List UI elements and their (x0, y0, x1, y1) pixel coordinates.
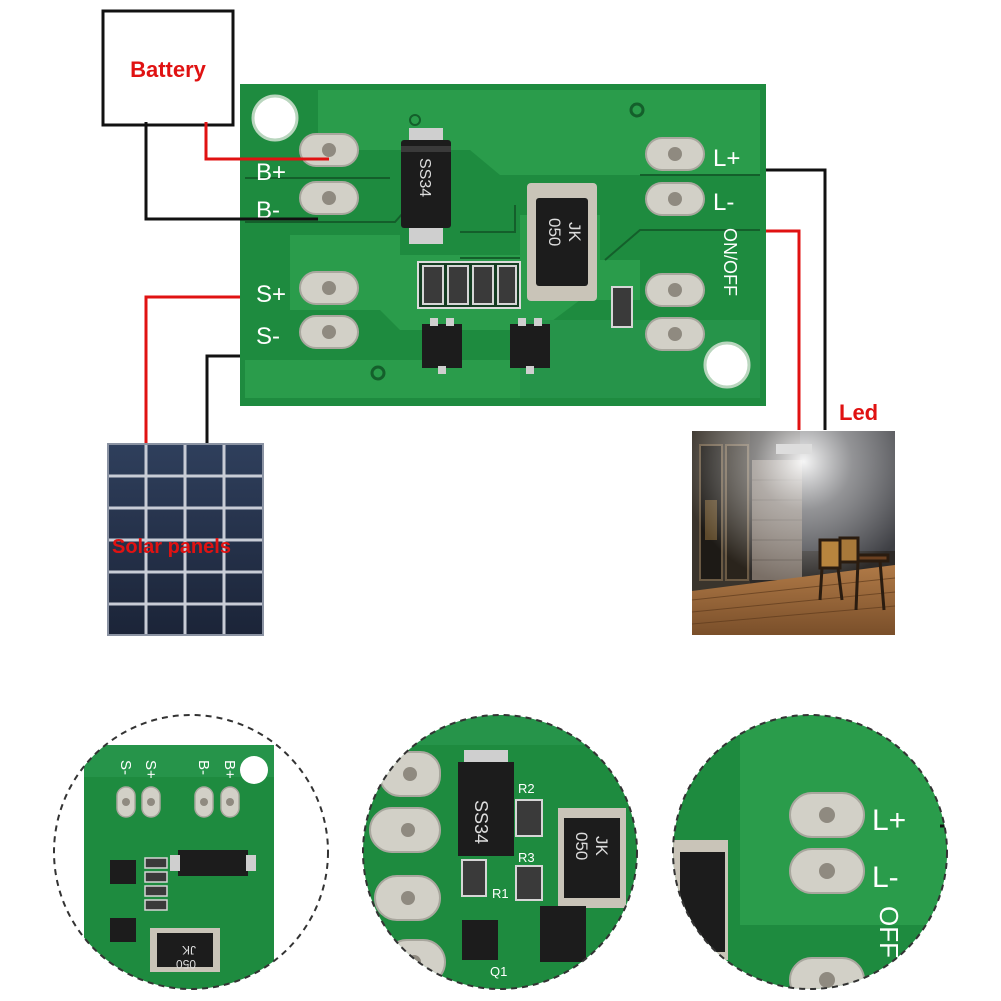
pin-label-switch: ON/OFF (720, 228, 740, 296)
zoom-mid-r3: R3 (518, 850, 535, 865)
zoom-right-l-minus: L- (872, 861, 899, 894)
zoom-left-inductor-bottom: 050 (176, 957, 196, 971)
solar-label: Solar panels (112, 536, 231, 558)
led-label: Led (839, 400, 878, 425)
battery-label: Battery (130, 57, 207, 82)
zoom-mid-diode-label: SS34 (471, 800, 491, 844)
diode-ss34: SS34 (401, 128, 451, 244)
wire-led-positive (766, 168, 827, 430)
switch-resistor (611, 286, 633, 328)
wire-solar-negative (205, 354, 240, 444)
svg-text:S-: S- (117, 760, 134, 775)
wire-solar-positive (144, 295, 240, 444)
led-lamp (776, 444, 812, 454)
pin-label-l-minus: L- (713, 189, 734, 216)
pad-s-plus (299, 271, 359, 305)
resistor-array (417, 261, 521, 309)
inductor-label-top: JK (565, 222, 584, 243)
wire-led-switch (766, 229, 801, 430)
wire-battery-positive (204, 122, 329, 161)
pin-label-l-plus: L+ (713, 145, 740, 172)
diode-label: SS34 (416, 158, 433, 197)
zoom-right-l-plus: L+ (872, 804, 906, 837)
battery-box: Battery (101, 9, 235, 127)
pad-l-plus (645, 137, 705, 171)
pin-label-s-minus: S- (256, 323, 280, 350)
pad-b-minus (299, 181, 359, 215)
solar-panel: Solar panels (107, 443, 264, 636)
zoom-mid-r1: R1 (492, 886, 509, 901)
pin-label-s-plus: S+ (256, 281, 286, 308)
wire-battery-negative (144, 122, 318, 221)
zoom-mid-r2: R2 (518, 781, 535, 796)
svg-text:S+: S+ (142, 760, 159, 779)
pad-l-minus (645, 182, 705, 216)
mount-hole (703, 341, 751, 389)
transistor-1 (422, 318, 462, 374)
led-scene: Led (691, 400, 896, 635)
pin-label-b-plus: B+ (256, 159, 286, 186)
mount-hole (251, 94, 299, 142)
pad-switch-b (645, 317, 705, 351)
zoom-mid-ind-bottom: 050 (572, 832, 591, 860)
zoom-left-inductor-top: JK (182, 943, 196, 957)
zoom-mid-q1: Q1 (490, 964, 507, 979)
zoom-circle-left: S- S+ B- B+ JK 050 (53, 714, 329, 990)
pad-b-plus (299, 133, 359, 167)
svg-text:B-: B- (195, 760, 212, 775)
inductor-label-bottom: 050 (545, 218, 564, 246)
inductor-jk050: JK 050 (527, 183, 597, 301)
svg-text:B+: B+ (221, 760, 238, 779)
transistor-2 (510, 318, 550, 374)
pcb-board: B+ B- S+ S- L+ L- ON/OFF SS34 JK 050 (240, 84, 766, 406)
pad-s-minus (299, 315, 359, 349)
pad-switch-a (645, 273, 705, 307)
zoom-circle-right: L+ L- OFF (672, 714, 948, 990)
zoom-right-switch: OFF (874, 906, 904, 958)
zoom-mid-ind-top: JK (592, 836, 611, 857)
zoom-circle-middle: SS34 R2 R3 R1 JK 050 Q1 (362, 714, 638, 990)
